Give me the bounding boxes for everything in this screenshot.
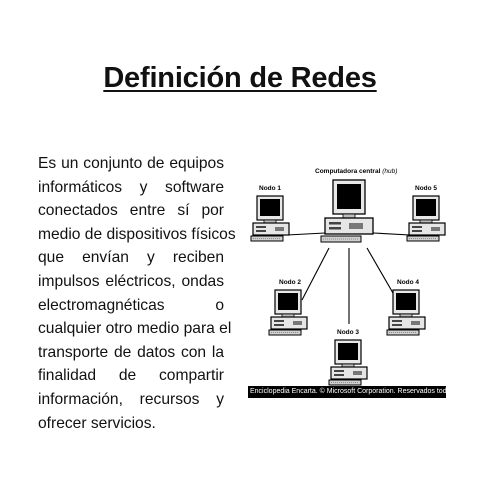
caption-bar [248, 386, 446, 398]
paragraph-line: ofrecer servicios. [38, 414, 156, 432]
link-node1 [286, 232, 326, 236]
connection-lines [286, 232, 411, 324]
network-diagram-svg: Computadora central (hub) Nodo 1 Nodo 5 … [250, 168, 446, 386]
network-diagram: Computadora central (hub) Nodo 1 Nodo 5 … [245, 158, 447, 400]
node2-label: Nodo 2 [279, 279, 301, 286]
node1-label: Nodo 1 [259, 185, 281, 192]
hub-label: Computadora central (hub) [315, 168, 397, 175]
figure-caption: Enciclopedia Encarta. © Microsoft Corpor… [250, 388, 446, 395]
paragraph-line: conectados entre sí por [38, 202, 224, 220]
page-title: Definición de Redes [103, 62, 377, 94]
paragraph-line: transporte de datos con la [38, 343, 224, 361]
paragraph-line: que envían y reciben [38, 249, 224, 267]
node2-computer-icon [268, 289, 308, 336]
definition-paragraph: Es un conjunto de equipos informáticos y… [38, 152, 236, 435]
link-node4 [366, 247, 398, 301]
node3-label: Nodo 3 [337, 329, 359, 336]
paragraph-line: cualquier otro medio para el [38, 320, 232, 338]
paragraph-line: informáticos y software [38, 178, 224, 196]
node4-label: Nodo 4 [397, 279, 419, 286]
node1-computer-icon [250, 195, 290, 242]
node3-computer-icon [328, 339, 368, 386]
node4-computer-icon [386, 289, 426, 336]
paragraph-line: Es un conjunto de equipos [38, 155, 224, 172]
node5-computer-icon [406, 195, 446, 242]
paragraph-line: impulsos eléctricos, ondas [38, 272, 224, 290]
hub-computer-icon [320, 179, 374, 243]
paragraph-line: medio de dispositivos físicos [38, 225, 236, 243]
paragraph-line: finalidad de compartir [38, 367, 224, 385]
link-node5 [372, 232, 411, 236]
paragraph-line: información, recursos y [38, 390, 224, 408]
paragraph-line: electromagnéticas o [38, 296, 224, 314]
link-node2 [301, 247, 330, 301]
node5-label: Nodo 5 [415, 185, 437, 192]
